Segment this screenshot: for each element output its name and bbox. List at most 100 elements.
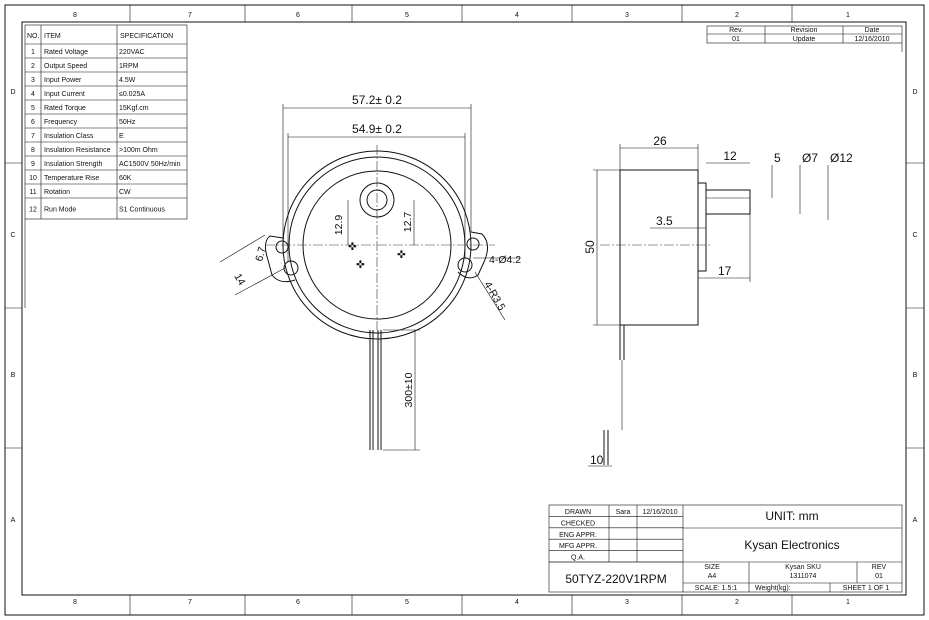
zone-column-bottom: 4	[515, 599, 519, 606]
approval-label: DRAWN	[565, 509, 591, 516]
spec-row-item: Run Mode	[44, 207, 76, 214]
date-header: Date	[865, 27, 880, 34]
spec-row-number: 10	[29, 175, 37, 182]
zone-column-bottom: 5	[405, 599, 409, 606]
zone-row-left: A	[11, 517, 16, 524]
spec-row-item: Input Current	[44, 91, 85, 98]
sku-label: Kysan SKU	[785, 564, 821, 571]
zone-column-bottom: 3	[625, 599, 629, 606]
mark: ✜	[397, 249, 406, 261]
approval-label: CHECKED	[561, 520, 595, 527]
dim-hole-spacing: 54.9± 0.2	[352, 122, 402, 136]
unit-label: UNIT: mm	[765, 509, 818, 523]
spec-row-number: 6	[31, 119, 35, 126]
zone-column-top: 2	[735, 12, 739, 19]
dim-offset-right: 12.7	[402, 212, 414, 233]
rev-header: Rev.	[729, 27, 743, 34]
zone-column-bottom: 6	[296, 599, 300, 606]
spec-row-item: Insulation Resistance	[44, 147, 111, 154]
right-ear	[457, 231, 488, 279]
zone-row-right: B	[913, 372, 918, 379]
dim-flat: 5	[774, 151, 781, 165]
spec-row-number: 4	[31, 91, 35, 98]
approval-date: 12/16/2010	[642, 509, 677, 516]
spec-row-item: Input Power	[44, 77, 82, 84]
dim-offset-left: 12.9	[333, 215, 345, 236]
dim-diameter: 50	[583, 240, 597, 254]
mark: ✜	[348, 241, 357, 253]
inner-border	[21, 21, 907, 596]
dim-boss-height: 3.5	[656, 214, 673, 228]
left-ear	[264, 235, 296, 283]
zone-column-top: 6	[296, 12, 300, 19]
zone-column-top: 5	[405, 12, 409, 19]
revision-block: Rev. Revision Date 01 Update 12/16/2010	[706, 25, 903, 52]
spec-row-item: Rated Voltage	[44, 49, 88, 56]
zone-column-top: 8	[73, 12, 77, 19]
zone-row-left: B	[11, 372, 16, 379]
rev-label: REV	[872, 564, 887, 571]
zone-column-bottom: 2	[735, 599, 739, 606]
zone-row-left: C	[10, 232, 15, 239]
spec-row-number: 12	[29, 207, 37, 214]
spec-row-number: 3	[31, 77, 35, 84]
zone-column-top: 7	[188, 12, 192, 19]
spec-row-value: 60K	[119, 175, 132, 182]
dim-shaft-len: 12	[723, 149, 737, 163]
spec-row-number: 2	[31, 63, 35, 70]
spec-row-value: 220VAC	[119, 49, 145, 56]
dim-ear-a: 6.7	[253, 245, 268, 262]
spec-row-item: Temperature Rise	[44, 175, 99, 182]
approval-label: Q.A.	[571, 555, 585, 562]
front-view: ✜ ✜ ✜ 57.2± 0.2 54.9± 0.2 12.9 12.7 4-Ø4…	[219, 93, 521, 451]
spec-row-value: E	[119, 133, 124, 140]
zone-row-right: D	[912, 89, 917, 96]
spec-row-number: 5	[31, 105, 35, 112]
zone-column-top: 3	[625, 12, 629, 19]
spec-row-value: 50Hz	[119, 119, 136, 126]
spec-row-value: S1 Continuous	[119, 207, 165, 214]
spec-row-value: 15Kgf.cm	[119, 105, 149, 112]
zone-column-bottom: 7	[188, 599, 192, 606]
dim-shaft-dia: Ø7	[802, 151, 818, 165]
size-label: SIZE	[704, 564, 720, 571]
dim-lead-length: 300±10	[403, 372, 415, 407]
approval-label: MFG APPR.	[559, 543, 597, 550]
spec-row-value: ≤0.025A	[119, 91, 145, 98]
scale: SCALE: 1.5:1	[695, 585, 738, 592]
zone-column-bottom: 1	[846, 599, 850, 606]
spec-row-item: Insulation Strength	[44, 161, 102, 168]
zone-row-right: A	[913, 517, 918, 524]
spec-header: NO.	[27, 33, 40, 40]
dim-shaft-total: 17	[718, 264, 732, 278]
zone-column-top: 4	[515, 12, 519, 19]
spec-row-value: AC1500V 50Hz/min	[119, 161, 181, 168]
dim-ear-b: 14	[231, 272, 247, 288]
weight: Weight(kg):	[755, 585, 791, 592]
sheet: SHEET 1 OF 1	[843, 585, 890, 592]
part-number: 50TYZ-220V1RPM	[565, 572, 666, 586]
dim-outer-width: 57.2± 0.2	[352, 93, 402, 107]
dim-lead-tail: 10	[590, 453, 604, 467]
size-value: A4	[708, 573, 717, 580]
spec-header: SPECIFICATION	[120, 33, 173, 40]
side-view: 26 12 5 Ø7 Ø12 50 3.5 17 10	[583, 134, 853, 467]
spec-row-item: Insulation Class	[44, 133, 94, 140]
mark: ✜	[356, 259, 365, 271]
spec-row-item: Output Speed	[44, 63, 87, 70]
spec-row-item: Frequency	[44, 119, 78, 126]
spec-row-value: 1RPM	[119, 63, 139, 70]
spec-row-number: 7	[31, 133, 35, 140]
outer-frame	[4, 4, 925, 616]
approval-name: Sara	[616, 509, 631, 516]
spec-header: ITEM	[44, 33, 61, 40]
company-name: Kysan Electronics	[744, 538, 839, 552]
zone-row-left: D	[10, 89, 15, 96]
dim-body-depth: 26	[653, 134, 667, 148]
rev-value: 01	[732, 36, 740, 43]
zone-column-bottom: 8	[73, 599, 77, 606]
spec-row-value: 4.5W	[119, 77, 136, 84]
